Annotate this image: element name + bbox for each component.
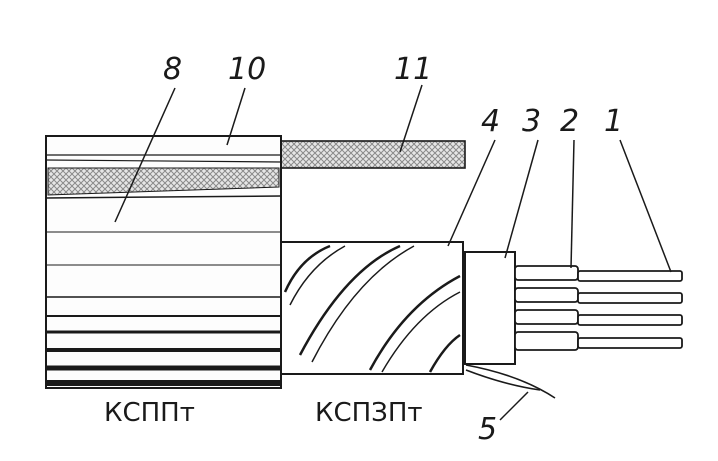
drain-wire-5 bbox=[465, 364, 556, 399]
label-5: 5 bbox=[478, 412, 498, 447]
twisted-section-4 bbox=[280, 241, 464, 375]
label-1: 1 bbox=[604, 104, 624, 139]
inner-sheath-3 bbox=[464, 251, 516, 365]
outer-sheath-block bbox=[45, 135, 282, 389]
label-4: 4 bbox=[481, 104, 501, 139]
conductors-1 bbox=[577, 270, 683, 349]
core-insulation-2 bbox=[514, 265, 579, 351]
label-8: 8 bbox=[163, 52, 183, 87]
label-3: 3 bbox=[522, 104, 542, 139]
label-2: 2 bbox=[560, 104, 580, 139]
label-11: 11 bbox=[394, 52, 433, 87]
screen-wire-11 bbox=[279, 140, 466, 169]
label-10: 10 bbox=[228, 52, 267, 87]
leader-lines bbox=[114, 84, 672, 421]
caption-ksppt: КСППт bbox=[104, 398, 195, 428]
caption-kspzpt: КСПЗПт bbox=[315, 398, 423, 428]
shield-hatch-10 bbox=[47, 167, 280, 196]
